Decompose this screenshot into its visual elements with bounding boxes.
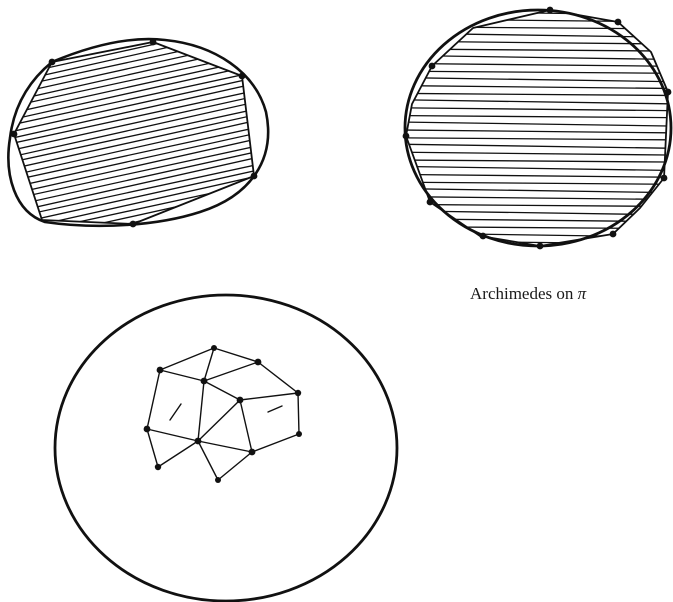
right-outer-circle [405, 10, 671, 246]
hatch-line [400, 174, 673, 177]
hatch-line [400, 138, 673, 140]
hatch-line [0, 136, 270, 197]
hatch-line [0, 87, 270, 146]
hatch-line [400, 219, 673, 222]
large-circle [55, 295, 397, 601]
hatch-line [400, 182, 673, 184]
hatch-line [400, 152, 673, 155]
right-hatching [400, 5, 673, 251]
hatch-line [0, 117, 270, 178]
hatch-line [0, 199, 270, 258]
hatch-line [400, 49, 673, 51]
hatch-line [400, 100, 673, 104]
hatch-line [0, 242, 270, 302]
hatch-line [400, 130, 673, 133]
hatch-line [400, 249, 673, 251]
hatch-line [0, 50, 270, 109]
hatch-line [0, 0, 270, 29]
hatch-line [400, 166, 673, 170]
hatch-line [400, 160, 673, 162]
network-edges [147, 348, 299, 480]
hatch-line [0, 0, 270, 11]
hatch-line [0, 0, 270, 41]
hatch-line [0, 80, 270, 141]
hatch-line [400, 122, 673, 126]
hatch-line [400, 227, 673, 229]
hatch-line [0, 248, 270, 309]
hatch-line [0, 99, 270, 160]
hatch-line [400, 116, 673, 118]
hatch-line [400, 108, 673, 111]
left-inscribed-polygon [14, 42, 254, 224]
hatch-line [0, 130, 270, 190]
hatch-line [0, 0, 270, 23]
hatch-line [400, 197, 673, 200]
hatch-line [400, 19, 673, 22]
hatch-line [0, 19, 270, 79]
sphere-network-figure [55, 295, 397, 601]
hatch-line [400, 204, 673, 206]
hatch-line [0, 112, 270, 172]
hatch-line [0, 180, 270, 239]
left-hatched-figure [0, 0, 270, 320]
hatch-line [0, 223, 270, 283]
hatch-line [0, 260, 270, 320]
network-vertices [144, 345, 302, 483]
hatch-line [400, 233, 673, 237]
caption-pi-symbol: π [578, 284, 587, 303]
figure-caption: Archimedes on π [470, 284, 586, 304]
hatch-line [400, 86, 673, 89]
hatch-line [400, 5, 673, 7]
hatch-line [0, 0, 270, 16]
hatch-line [0, 229, 270, 290]
hatch-line [0, 6, 270, 67]
hatch-line [400, 78, 673, 82]
caption-text: Archimedes on [470, 284, 573, 303]
hatch-line [0, 143, 270, 202]
hatch-line [0, 24, 270, 85]
hatch-line [0, 162, 270, 221]
hatch-line [400, 63, 673, 66]
hatch-line [0, 106, 270, 165]
left-hatching [0, 0, 270, 320]
right-hatched-figure [400, 5, 673, 251]
hatch-line [0, 125, 270, 184]
hatch-line [0, 236, 270, 295]
hatch-line [400, 41, 673, 44]
hatch-line [0, 255, 270, 314]
right-inscribed-polygon [406, 10, 668, 246]
hatch-line [0, 93, 270, 153]
hatch-line [0, 0, 270, 34]
hatch-line [400, 189, 673, 193]
hatch-line [400, 144, 673, 148]
hatch-line [0, 0, 270, 60]
hatch-line [400, 241, 673, 244]
hatch-line [0, 69, 270, 128]
hatch-line [400, 27, 673, 29]
hatch-line [400, 93, 673, 95]
hatch-line [400, 71, 673, 73]
